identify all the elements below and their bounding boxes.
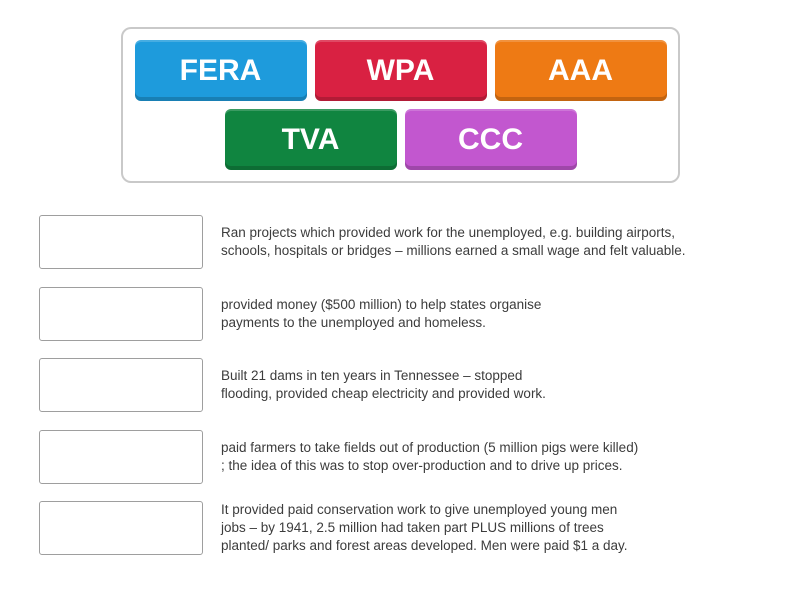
word-tile-tva[interactable]: TVA (224, 109, 397, 170)
word-tile-aaa[interactable]: AAA (494, 40, 667, 101)
match-row-1: Ran projects which provided work for the… (39, 215, 769, 269)
word-tile-wpa[interactable]: WPA (314, 40, 487, 101)
questions-list: Ran projects which provided work for the… (39, 215, 769, 573)
question-text-5: It provided paid conservation work to gi… (221, 502, 628, 553)
word-tile-fera[interactable]: FERA (134, 40, 307, 101)
question-text-2: provided money ($500 million) to help st… (221, 296, 542, 330)
answer-slot-3[interactable] (39, 358, 203, 412)
match-row-2: provided money ($500 million) to help st… (39, 286, 769, 341)
match-row-5: It provided paid conservation work to gi… (39, 501, 769, 555)
question-text-4: paid farmers to take fields out of produ… (221, 439, 639, 473)
match-row-3: Built 21 dams in ten years in Tennessee … (39, 358, 769, 412)
question-text-1: Ran projects which provided work for the… (221, 225, 686, 258)
answer-slot-2[interactable] (39, 286, 203, 341)
answer-slot-4[interactable] (39, 429, 203, 484)
answer-slot-1[interactable] (39, 215, 203, 269)
answer-slot-5[interactable] (39, 501, 203, 555)
word-tile-ccc[interactable]: CCC (404, 109, 577, 170)
question-text-3: Built 21 dams in ten years in Tennessee … (221, 368, 546, 401)
match-row-4: paid farmers to take fields out of produ… (39, 429, 769, 484)
